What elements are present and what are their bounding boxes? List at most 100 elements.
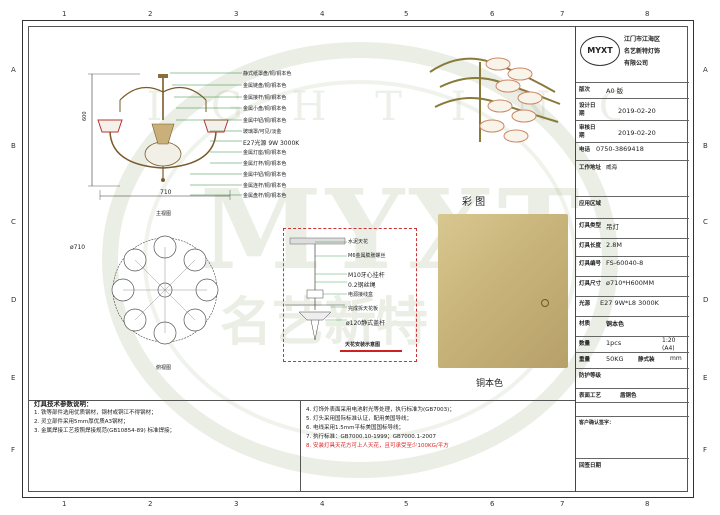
color-label: 铜本色	[476, 379, 504, 389]
callout-7: E27光源 9W 3000K	[243, 140, 300, 147]
tb-paper: (A4)	[662, 345, 675, 352]
tb-row-area: 应用区域	[576, 196, 689, 218]
tb-row-ip: 防护等级	[576, 368, 689, 388]
callout-2: 金属链盘/铜/铜本色	[243, 83, 287, 89]
watermark-arc-text: L I G H T I N G	[100, 84, 620, 130]
grid-row-c: C	[11, 218, 16, 226]
inner-frame	[28, 26, 688, 492]
tb-row-material: 材质铜本色	[576, 316, 689, 336]
notes-right-item-warning: 8. 安装灯具天花方可上人天花，且可承受至少100KG/平方	[306, 443, 449, 449]
notes-mid-divider	[300, 400, 301, 492]
grid-col-7: 7	[560, 10, 565, 18]
company-name-2: 名艺新特灯饰	[624, 48, 661, 55]
notes-right-item: 6. 电线采用1.5mm平标美国国标导线；	[306, 425, 404, 431]
notes-left-item: 1. 铁等部件选用优质钢材，钢材或铜江不得钢材；	[34, 410, 157, 416]
grid-col-3-bottom: 3	[234, 500, 239, 508]
notes-right: 4. 灯饰外表面采用电池射光等处理，执行标准为(GB7003)； 5. 灯头采用…	[306, 406, 571, 498]
top-view-caption: 俯视图	[156, 365, 172, 371]
grid-row-c-right: C	[703, 218, 708, 226]
front-callout-leaders	[170, 72, 242, 196]
front-view-caption: 主视图	[156, 211, 172, 217]
install-label-7: ø120静式盖杆	[346, 320, 386, 327]
notes-left-item: 2. 灵立部件采用5mm厚优质A3钢材；	[34, 419, 129, 425]
notes-left-title: 灯具技术参数说明：	[34, 400, 93, 408]
callout-12: 金属盘杆/铜/铜本色	[243, 193, 287, 199]
grid-row-f-right: F	[703, 446, 708, 454]
front-view-drawing	[88, 73, 231, 200]
notes-divider	[28, 400, 575, 401]
install-label-4: 0.2钢丝绳	[348, 282, 376, 289]
notes-left: 灯具技术参数说明： 1. 铁等部件选用优质钢材，钢材或铜江不得钢材； 2. 灵立…	[34, 400, 296, 492]
tb-row-blank	[576, 402, 689, 416]
company-name-3: 有限公司	[624, 60, 649, 67]
grid-row-a-right: A	[703, 66, 708, 74]
tb-row-return-date: 回签日期	[576, 458, 689, 492]
callout-4: 金属小盘/铜/铜本色	[243, 106, 287, 112]
photo-title: 彩 图	[462, 197, 486, 208]
grid-row-d: D	[11, 296, 17, 304]
grid-row-d-right: D	[703, 296, 709, 304]
install-label-3: M10牙心挂杆	[348, 272, 385, 279]
outer-frame	[22, 20, 694, 498]
grid-row-e-right: E	[703, 374, 708, 382]
grid-row-b-right: B	[703, 142, 708, 150]
company-header: MYXT 江门市江海区 名艺新特灯饰 有限公司	[576, 26, 689, 82]
tb-row-finish: 表面工艺盾铜色	[576, 388, 689, 402]
grid-col-4: 4	[320, 10, 325, 18]
tb-row-type: 灯具类型吊灯	[576, 218, 689, 238]
watermark-cn: 名艺新特	[220, 292, 429, 353]
install-label-5: 电源接线盒	[348, 292, 374, 298]
install-diagram	[285, 237, 347, 341]
tb-unit: mm	[670, 355, 682, 362]
color-swatch	[438, 214, 568, 368]
watermark-circle: L I G H T I N G	[100, 42, 620, 478]
tb-row-customer: 客户确认签字：	[576, 416, 689, 458]
grid-col-8: 8	[645, 10, 650, 18]
install-diagram-box	[283, 228, 417, 362]
notes-right-item: 7. 执行标准：GB7000.10-1999；GB7000.1-2007	[306, 434, 437, 440]
grid-col-1: 1	[62, 10, 67, 18]
callout-1: 静式纸罩盘/铜/铜本色	[243, 71, 292, 77]
tb-static-label: 静式装	[638, 357, 655, 363]
callout-10: 金属中钮/铜/铜本色	[243, 172, 287, 178]
front-height-dim: 600	[82, 111, 88, 121]
install-label-1: 水泥天花	[348, 239, 369, 245]
grid-row-a: A	[11, 66, 16, 74]
install-label-2: M6金属膨胀螺丝	[348, 253, 386, 259]
grid-row-f: F	[11, 446, 16, 454]
swatch-hole	[541, 299, 549, 307]
callout-11: 金属连杆/铜/铜本色	[243, 183, 287, 189]
tb-row-address: 工作地址威海	[576, 160, 689, 196]
grid-col-2: 2	[148, 10, 153, 18]
install-label-6: 完成拆天花板	[348, 306, 379, 312]
grid-col-5-bottom: 5	[404, 500, 409, 508]
grid-col-3: 3	[234, 10, 239, 18]
grid-col-2-bottom: 2	[148, 500, 153, 508]
grid-row-e: E	[11, 374, 16, 382]
install-caption-underline	[340, 350, 402, 352]
callout-8: 金属灯座/铜/铜本色	[243, 150, 287, 156]
callout-6: 玻璃罩/可见/淡金	[243, 129, 282, 135]
company-name-1: 江门市江海区	[624, 36, 661, 43]
grid-row-b: B	[11, 142, 16, 150]
install-caption: 天花安装示意图	[345, 342, 381, 348]
product-photo-chandelier	[429, 57, 561, 143]
front-width-dim: 710	[160, 189, 172, 196]
company-logo: MYXT	[580, 36, 620, 66]
grid-col-5: 5	[404, 10, 409, 18]
grid-col-6-bottom: 6	[490, 500, 495, 508]
grid-col-4-bottom: 4	[320, 500, 325, 508]
grid-col-8-bottom: 8	[645, 500, 650, 508]
notes-left-item: 3. 金属焊接工艺按照焊接规范(GB10854-89) 标准焊接；	[34, 428, 176, 434]
